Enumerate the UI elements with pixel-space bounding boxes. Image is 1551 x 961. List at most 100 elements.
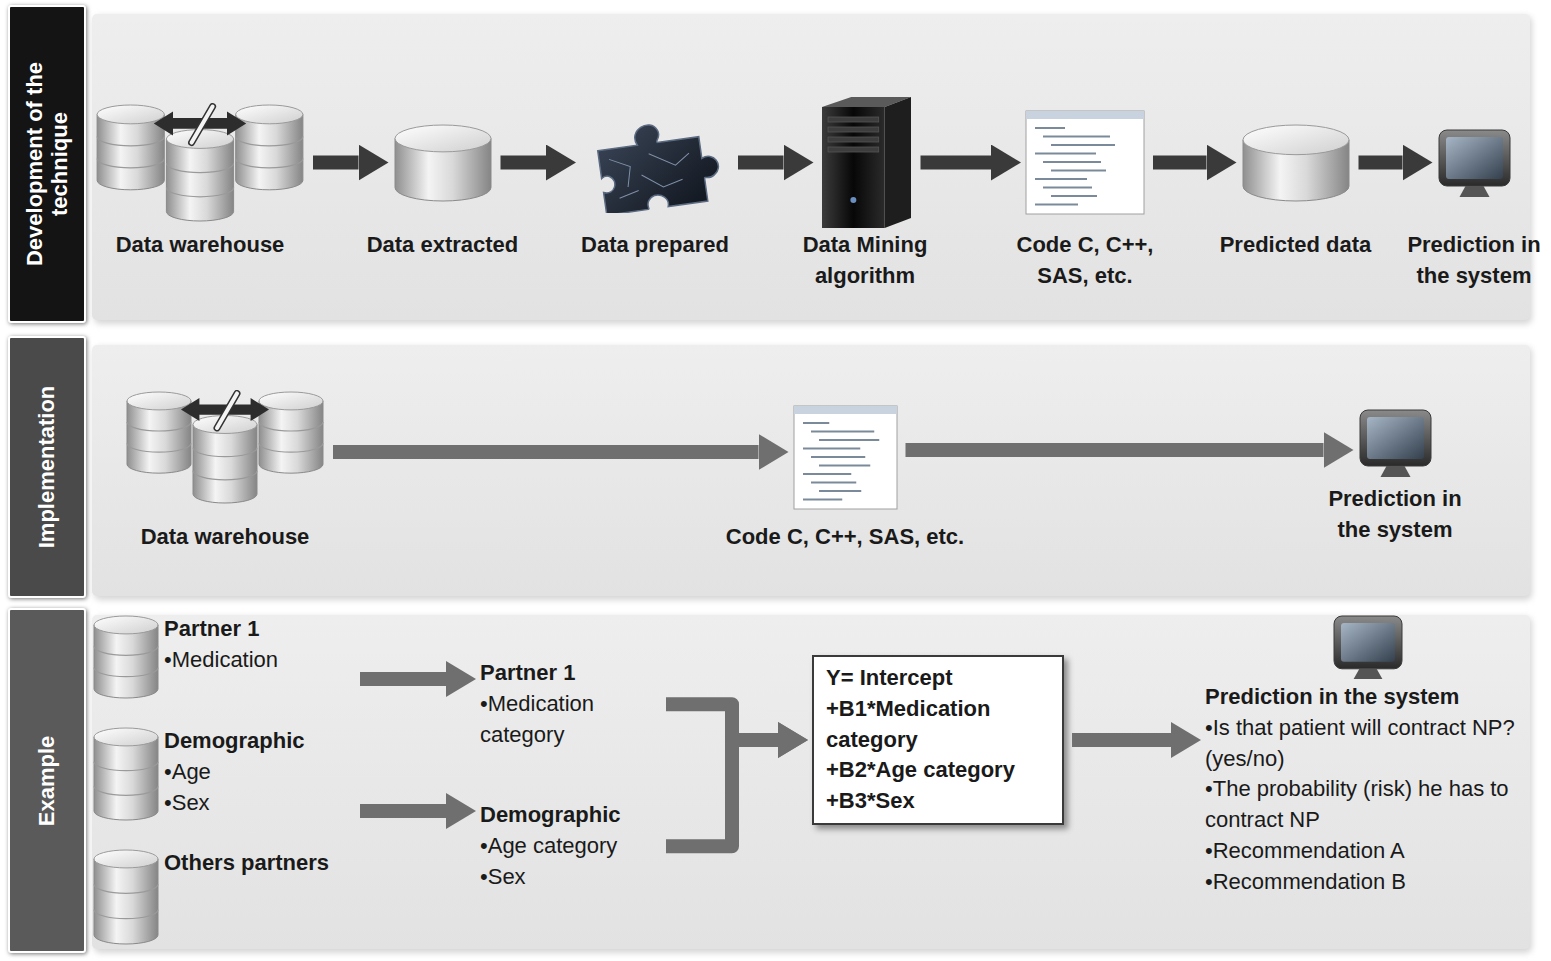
- node-heading: Others partners: [164, 848, 329, 879]
- icon-holder: [560, 95, 750, 230]
- band-panel: [92, 345, 1530, 596]
- icon-node: Data warehouse: [90, 95, 310, 261]
- swimlane-band: ImplementationData warehouse Code C, C++,…: [8, 336, 1532, 598]
- node-heading: Prediction in the system: [1320, 484, 1470, 546]
- icon-holder: [110, 372, 340, 522]
- monitor-icon: [1437, 128, 1512, 198]
- icon-node: Code C, C++, SAS, etc.: [1000, 95, 1170, 292]
- node-text: •Medication category: [480, 689, 658, 751]
- band-tab: Example: [8, 608, 86, 953]
- band-panel: [92, 14, 1530, 320]
- node-text: •Is that patient will contract NP? (yes/…: [1205, 713, 1530, 775]
- node-text: •Age category: [480, 831, 658, 862]
- text-group: Partner 1•Medication category: [480, 658, 658, 750]
- text-group: Demographic•Age category•Sex: [480, 800, 658, 892]
- flow-arrow: [501, 156, 547, 170]
- band-tab: Implementation: [8, 336, 86, 598]
- node-heading: Data warehouse: [110, 522, 340, 553]
- icon-node: Prediction in the system•Is that patient…: [1205, 612, 1530, 898]
- node-heading: Data Mining algorithm: [785, 230, 945, 292]
- node-text: •Sex: [164, 788, 305, 819]
- node-text: •Recommendation B: [1205, 867, 1530, 898]
- icon-holder: [90, 95, 310, 230]
- flow-arrow: [738, 156, 784, 170]
- node-text: +B2*Age category: [826, 755, 1050, 786]
- icon-holder: [1205, 612, 1530, 682]
- icon-holder: [350, 95, 535, 230]
- db-icon: [1241, 123, 1351, 203]
- server-icon: [818, 95, 913, 230]
- icon-node: Predicted data: [1198, 95, 1393, 261]
- node-heading: Partner 1: [480, 658, 658, 689]
- node-heading: Prediction in the system: [1403, 230, 1545, 292]
- node-heading: Predicted data: [1198, 230, 1393, 261]
- dbs-icon: [95, 103, 305, 223]
- band-title: Development of the technique: [22, 46, 73, 282]
- flow-arrow: [921, 156, 992, 170]
- node-heading: Data extracted: [350, 230, 535, 261]
- dbcol-icon: [92, 726, 160, 822]
- swimlane-band: ExamplePartner 1•MedicationDemographic•A…: [8, 608, 1532, 953]
- icon-holder: [1198, 95, 1393, 230]
- icon-node: Data extracted: [350, 95, 535, 261]
- text-column: Others partners: [160, 848, 329, 879]
- text-column: Demographic•Age•Sex: [160, 726, 305, 818]
- monitor-icon: [1358, 408, 1433, 478]
- node-heading: Data prepared: [560, 230, 750, 261]
- icon-holder: [785, 95, 945, 230]
- node-text: +B1*Medication category: [826, 694, 1050, 756]
- icon-node: Data prepared: [560, 95, 750, 261]
- swimlane-band: Development of the techniqueData warehou…: [8, 5, 1532, 323]
- flow-arrow: [360, 672, 446, 686]
- flow-arrow: [666, 740, 778, 846]
- node-text: •The probability (risk) he has to contra…: [1205, 774, 1530, 836]
- flow-arrow: [1153, 156, 1207, 170]
- code-icon: [1025, 110, 1145, 215]
- icon-node: Prediction in the system: [1403, 95, 1545, 292]
- node-text: •Sex: [480, 862, 658, 893]
- node-heading: Data warehouse: [90, 230, 310, 261]
- node-text: •Recommendation A: [1205, 836, 1530, 867]
- icon-node: Data warehouse: [110, 372, 340, 553]
- band-title: Example: [34, 631, 59, 931]
- node-text: +B3*Sex: [826, 786, 1050, 817]
- node-heading: Code C, C++, SAS, etc.: [1000, 230, 1170, 292]
- band-tab: Development of the technique: [8, 5, 86, 323]
- icon-holder: [705, 392, 985, 522]
- dbs-icon: [125, 390, 325, 505]
- icon-node: Code C, C++, SAS, etc.: [705, 392, 985, 553]
- flow-arrow: [1359, 156, 1403, 170]
- icon-holder: [1000, 95, 1170, 230]
- node-heading: Code C, C++, SAS, etc.: [705, 522, 985, 553]
- puzzle-icon: [580, 113, 730, 213]
- code-icon: [793, 405, 898, 510]
- icon-node: Data Mining algorithm: [785, 95, 945, 292]
- text-column: Partner 1•Medication: [160, 614, 278, 676]
- node-heading: Partner 1: [164, 614, 278, 645]
- band-panel: [92, 615, 1530, 949]
- flow-arrow: [360, 804, 446, 818]
- node-heading: Demographic: [480, 800, 658, 831]
- flow-arrow: [1072, 733, 1171, 747]
- formula-box: Y= Intercept+B1*Medication category+B2*A…: [812, 655, 1064, 825]
- flow-arrow: [906, 443, 1324, 457]
- icon-node: Partner 1•Medication: [92, 614, 352, 700]
- band-title: Implementation: [34, 349, 59, 585]
- node-heading: Demographic: [164, 726, 305, 757]
- icon-holder: [1403, 95, 1545, 230]
- monitor-icon: [1332, 614, 1404, 680]
- dbcol-icon: [92, 614, 160, 700]
- icon-node: Prediction in the system: [1320, 402, 1470, 546]
- node-text: •Medication: [164, 645, 278, 676]
- flow-arrow: [333, 445, 759, 459]
- flow-arrow: [313, 156, 359, 170]
- icon-node: Demographic•Age•Sex: [92, 726, 352, 822]
- db-icon: [393, 123, 493, 203]
- node-heading: Y= Intercept: [826, 663, 1050, 694]
- node-text: •Age: [164, 757, 305, 788]
- icon-holder: [1320, 402, 1470, 484]
- icon-node: Others partners: [92, 848, 352, 946]
- node-heading: Prediction in the system: [1205, 682, 1530, 713]
- dbcol-icon: [92, 848, 160, 946]
